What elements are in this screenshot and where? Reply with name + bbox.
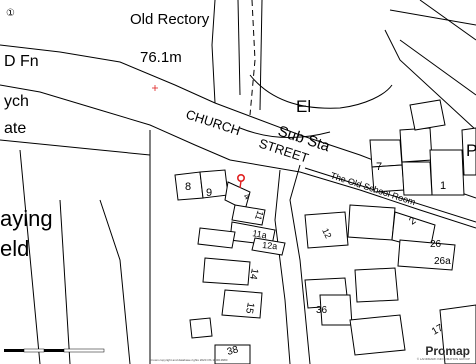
house-number: 4	[242, 191, 252, 202]
house-number: 17	[430, 322, 446, 337]
house-number: 38	[226, 344, 240, 358]
label-old-rectory: Old Rectory	[130, 11, 210, 28]
house-number: 8	[185, 181, 191, 193]
label-church: CHURCH	[184, 107, 242, 139]
house-number: 11	[253, 209, 266, 221]
buildings	[174, 99, 476, 364]
location-marker	[237, 174, 246, 189]
house-number: 36	[316, 305, 328, 316]
location-marker-icon	[237, 174, 246, 183]
label-aying: aying	[0, 206, 53, 231]
house-number: 1	[440, 180, 446, 192]
label-el: El	[296, 97, 311, 116]
house-number: 15	[243, 301, 256, 314]
label-d-fn: D Fn	[4, 53, 39, 70]
label-ate: ate	[4, 120, 26, 137]
label-ych: ych	[4, 93, 29, 110]
brand-name: Promap	[425, 344, 470, 358]
house-number: 11a	[252, 228, 268, 240]
scale-bar	[4, 342, 114, 360]
house-number: 2	[407, 215, 418, 227]
label-p: P	[466, 141, 476, 160]
promap-branding: Promap © LANDMARK INFORMATION GROUP	[417, 345, 470, 361]
benchmark-icon	[152, 85, 158, 91]
brand-subtitle: © LANDMARK INFORMATION GROUP	[416, 357, 470, 361]
label-eld: eld	[0, 236, 29, 261]
house-number: 9	[206, 187, 212, 199]
north-marker: ①	[6, 8, 15, 19]
house-number: 12	[320, 227, 333, 240]
house-number: 26	[430, 239, 442, 250]
house-number: 26a	[434, 256, 451, 267]
label-spot-height: 76.1m	[140, 49, 182, 66]
house-number: 7	[376, 161, 382, 173]
copyright-text: Crown copyright and database rights 2020…	[150, 358, 228, 362]
house-number: 14	[247, 267, 260, 280]
house-number: 12a	[262, 240, 278, 251]
